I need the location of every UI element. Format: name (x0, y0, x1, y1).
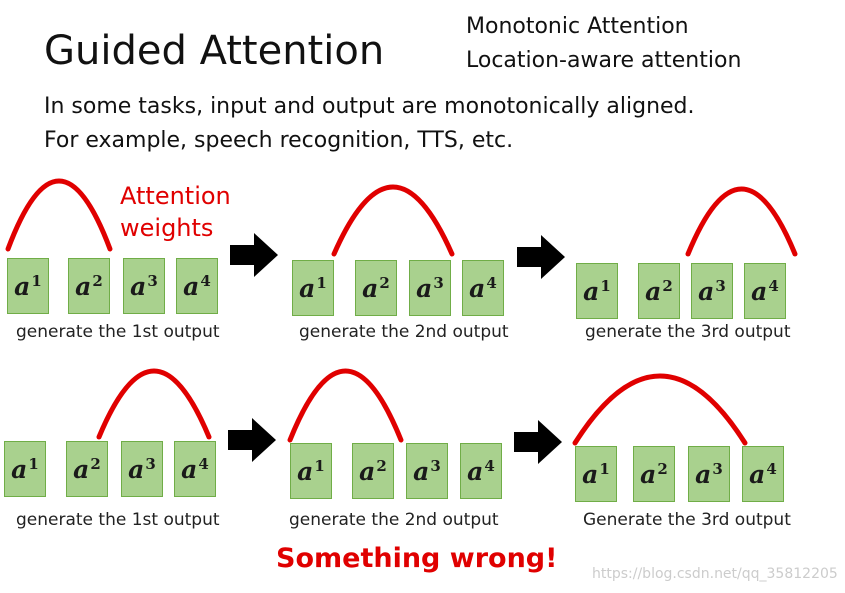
token-index: 3 (712, 460, 723, 478)
attention-arc-2 (331, 184, 455, 257)
token-symbol: a (130, 271, 147, 301)
caption-step-3: generate the 3rd output (585, 322, 791, 342)
attention-weights-label-2: weights (120, 214, 214, 242)
caption-step-4: generate the 1st output (16, 510, 220, 530)
next-step-arrow-icon-1 (230, 233, 278, 277)
location-aware-attention-label: Location-aware attention (466, 48, 742, 73)
token-index: 2 (92, 272, 103, 290)
token-index: 4 (486, 274, 497, 292)
token-symbol: a (75, 271, 92, 301)
attention-arc-5 (287, 368, 404, 443)
token-index: 3 (430, 457, 441, 475)
token-index: 2 (379, 274, 390, 292)
token-index: 3 (715, 277, 726, 295)
token-index: 2 (90, 455, 101, 473)
token-index: 1 (31, 272, 42, 290)
token-symbol: a (749, 459, 766, 489)
token-index: 4 (766, 460, 777, 478)
token-index: 4 (484, 457, 495, 475)
token-symbol: a (582, 459, 599, 489)
warning-text: Something wrong! (276, 543, 558, 574)
description-line-2: For example, speech recognition, TTS, et… (44, 128, 514, 153)
token-symbol: a (640, 459, 657, 489)
next-step-arrow-icon-2 (517, 235, 565, 279)
token-index: 1 (316, 274, 327, 292)
token-symbol: a (469, 273, 486, 303)
token-index: 1 (314, 457, 325, 475)
token-index: 2 (662, 277, 673, 295)
token-index: 3 (433, 274, 444, 292)
caption-step-6: Generate the 3rd output (583, 510, 791, 530)
token-index: 3 (145, 455, 156, 473)
token-index: 2 (657, 460, 668, 478)
attention-arc-6 (572, 373, 748, 446)
token-symbol: a (416, 273, 433, 303)
next-step-arrow-icon-4 (514, 420, 562, 464)
attention-arc-4 (96, 368, 212, 440)
monotonic-attention-label: Monotonic Attention (466, 14, 689, 39)
token-symbol: a (14, 271, 31, 301)
watermark: https://blog.csdn.net/qq_35812205 (592, 566, 838, 582)
token-symbol: a (413, 456, 430, 486)
token-symbol: a (181, 454, 198, 484)
caption-step-1: generate the 1st output (16, 322, 220, 342)
attention-weights-label-1: Attention (120, 182, 231, 210)
token-symbol: a (467, 456, 484, 486)
token-symbol: a (73, 454, 90, 484)
token-symbol: a (645, 276, 662, 306)
token-symbol: a (698, 276, 715, 306)
token-symbol: a (11, 454, 28, 484)
token-symbol: a (362, 273, 379, 303)
token-symbol: a (183, 271, 200, 301)
token-index: 4 (198, 455, 209, 473)
description-line-1: In some tasks, input and output are mono… (44, 94, 695, 119)
next-step-arrow-icon-3 (228, 418, 276, 462)
token-index: 1 (28, 455, 39, 473)
token-symbol: a (695, 459, 712, 489)
token-symbol: a (128, 454, 145, 484)
caption-step-5: generate the 2nd output (289, 510, 499, 530)
token-symbol: a (583, 276, 600, 306)
token-index: 4 (200, 272, 211, 290)
token-symbol: a (299, 273, 316, 303)
page-title: Guided Attention (44, 28, 385, 74)
token-index: 1 (600, 277, 611, 295)
token-index: 4 (768, 277, 779, 295)
token-symbol: a (751, 276, 768, 306)
token-symbol: a (359, 456, 376, 486)
token-index: 3 (147, 272, 158, 290)
attention-arc-3 (685, 186, 798, 257)
token-symbol: a (297, 456, 314, 486)
caption-step-2: generate the 2nd output (299, 322, 509, 342)
token-index: 1 (599, 460, 610, 478)
attention-arc-1 (5, 178, 113, 252)
token-index: 2 (376, 457, 387, 475)
